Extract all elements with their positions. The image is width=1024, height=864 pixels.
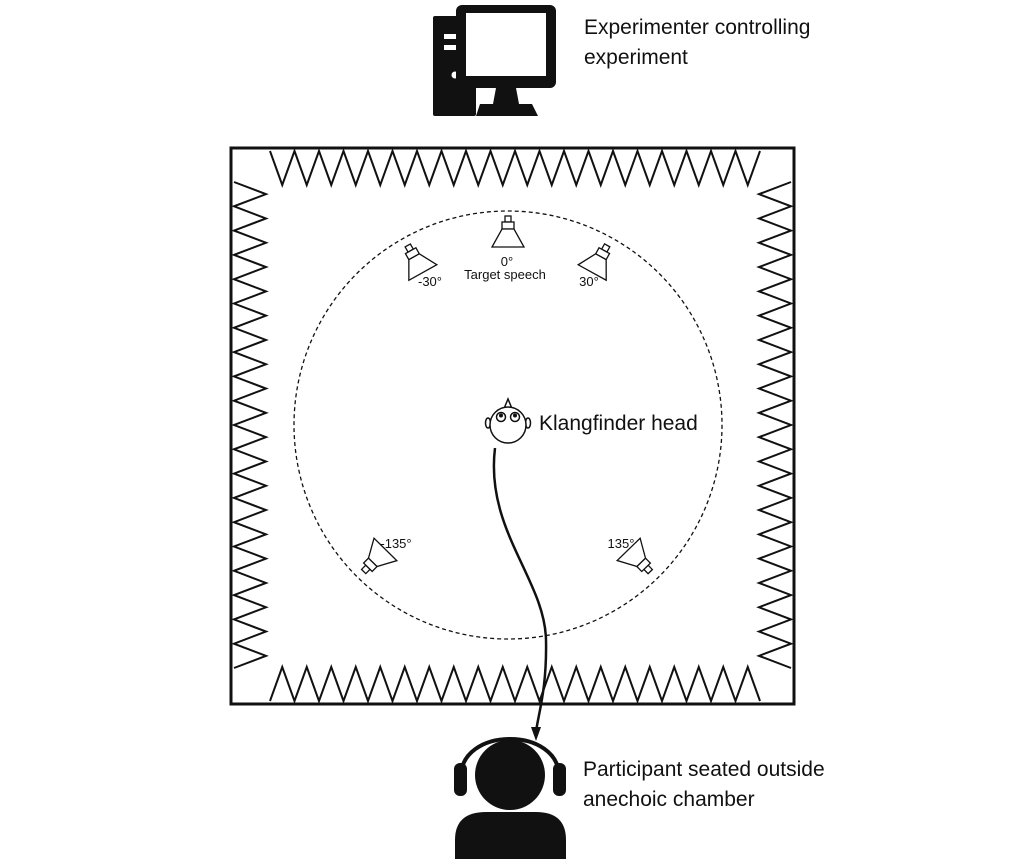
loudspeaker-icon [360,536,399,575]
experimenter-label: Experimenter controlling experiment [584,13,810,73]
loudspeaker-icon [490,215,526,248]
computer-icon [433,5,556,116]
anechoic-chamber-frame [229,146,796,706]
speaker-minus-135-label: -135° [380,536,411,551]
acoustic-wedge-row [269,664,761,704]
loudspeaker-icon [404,243,439,282]
experimenter-label-line-1: Experimenter controlling [584,16,811,39]
participant-label-line-1: Participant seated outside [583,758,825,781]
acoustic-wedge-row [231,181,269,669]
acoustic-wedges [231,148,794,704]
acoustic-wedge-row [756,181,794,669]
speaker-0-angle-label: 0° [501,254,513,269]
speaker-30-label: 30° [579,274,599,289]
klangfinder-head-label: Klangfinder head [539,412,698,435]
speaker-ring [293,210,723,640]
experimenter-label-line-2: experiment [584,46,688,69]
listener-head-icon [484,397,532,444]
loudspeaker-icon [615,537,654,575]
participant-label-line-2: anechoic chamber [583,788,755,811]
loudspeaker-icon [576,243,611,282]
speaker-0-sub-label: Target speech [464,267,546,282]
participant-label: Participant seated outside anechoic cham… [583,755,825,815]
speakers-group [360,215,654,575]
acoustic-wedge-row [269,148,761,188]
headphone-cable [492,447,548,741]
participant-headphones-icon [454,737,566,859]
speaker-minus-30-label: -30° [418,274,442,289]
speaker-135-label: 135° [608,536,635,551]
